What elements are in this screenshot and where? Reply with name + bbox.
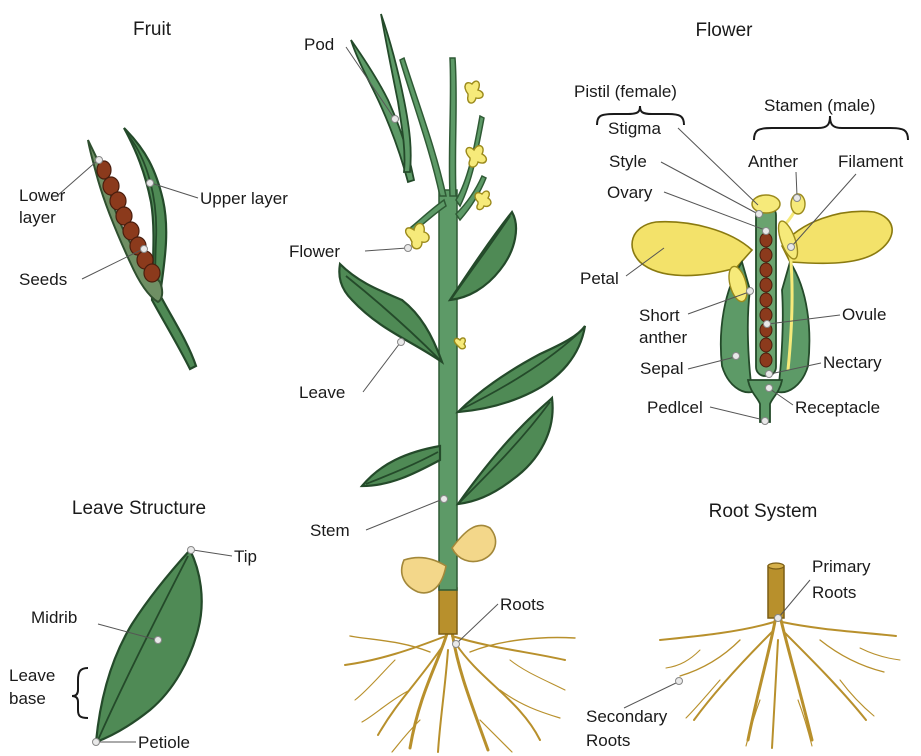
marker-pedicel xyxy=(762,418,769,425)
marker-nectary xyxy=(766,371,773,378)
label-leave: Leave xyxy=(299,383,345,402)
marker-anther xyxy=(794,195,801,202)
label-short-anther-1: Short xyxy=(639,306,680,325)
marker-secondary-roots xyxy=(676,678,683,685)
label-leave-base-2: base xyxy=(9,689,46,708)
marker-primary-roots xyxy=(775,615,782,622)
leaf-structure-illustration xyxy=(96,550,202,742)
label-anther: Anther xyxy=(748,152,798,171)
marker-tip xyxy=(188,547,195,554)
leave-structure-title: Leave Structure xyxy=(72,498,206,519)
label-ovule: Ovule xyxy=(842,305,886,324)
label-petal: Petal xyxy=(580,269,619,288)
label-stigma: Stigma xyxy=(608,119,661,138)
marker-roots-plant xyxy=(453,641,460,648)
label-short-anther-2: anther xyxy=(639,328,688,347)
marker-upper-layer xyxy=(147,180,154,187)
marker-petiole xyxy=(93,739,100,746)
leaf-structure-leaf xyxy=(96,550,202,742)
flower-title: Flower xyxy=(695,20,753,41)
marker-stem xyxy=(441,496,448,503)
root-collar xyxy=(768,566,784,618)
label-secondary-roots-1: Secondary xyxy=(586,707,668,726)
label-upper-layer: Upper layer xyxy=(200,189,288,208)
marker-lower-layer xyxy=(96,157,103,164)
label-roots-plant: Roots xyxy=(500,595,544,614)
marker-flower-plant xyxy=(405,245,412,252)
label-midrib: Midrib xyxy=(31,608,77,627)
marker-midrib xyxy=(155,637,162,644)
label-lower-layer-1: Lower xyxy=(19,186,66,205)
leaf-middle-right xyxy=(458,326,585,412)
label-flower-plant: Flower xyxy=(289,242,340,261)
label-seeds: Seeds xyxy=(19,270,67,289)
label-pedicel: Pedlcel xyxy=(647,398,703,417)
label-pod: Pod xyxy=(304,35,334,54)
plant-illustration xyxy=(339,14,585,752)
fruit-title: Fruit xyxy=(133,19,172,40)
label-stem: Stem xyxy=(310,521,350,540)
label-primary-roots-1: Primary xyxy=(812,557,871,576)
marker-ovary xyxy=(763,228,770,235)
label-filament: Filament xyxy=(838,152,903,171)
plant-stem xyxy=(439,190,457,590)
label-lower-layer-2: layer xyxy=(19,208,56,227)
faded-petal-right xyxy=(452,525,496,561)
pod-center xyxy=(381,14,411,172)
marker-pod xyxy=(392,116,399,123)
marker-sepal xyxy=(733,353,740,360)
plant-roots xyxy=(345,630,575,752)
label-petiole: Petiole xyxy=(138,733,190,752)
label-nectary: Nectary xyxy=(823,353,882,372)
marker-style xyxy=(756,211,763,218)
label-pistil: Pistil (female) xyxy=(574,82,677,101)
label-primary-roots-2: Roots xyxy=(812,583,856,602)
marker-seeds xyxy=(141,246,148,253)
marker-receptacle xyxy=(766,385,773,392)
marker-filament xyxy=(788,244,795,251)
leaf-lower-right xyxy=(458,398,553,504)
label-style: Style xyxy=(609,152,647,171)
marker-leave xyxy=(398,339,405,346)
stigma xyxy=(752,195,780,213)
label-sepal: Sepal xyxy=(640,359,683,378)
root-system-illustration xyxy=(660,563,900,748)
label-secondary-roots-2: Roots xyxy=(586,731,630,750)
flower-petal-right xyxy=(782,211,892,263)
marker-ovule xyxy=(764,321,771,328)
root-system-title: Root System xyxy=(709,501,818,522)
marker-short-anther xyxy=(747,288,754,295)
label-tip: Tip xyxy=(234,547,257,566)
label-receptacle: Receptacle xyxy=(795,398,880,417)
label-leave-base-1: Leave xyxy=(9,666,55,685)
label-ovary: Ovary xyxy=(607,183,653,202)
label-stamen: Stamen (male) xyxy=(764,96,875,115)
ovules xyxy=(760,233,772,367)
